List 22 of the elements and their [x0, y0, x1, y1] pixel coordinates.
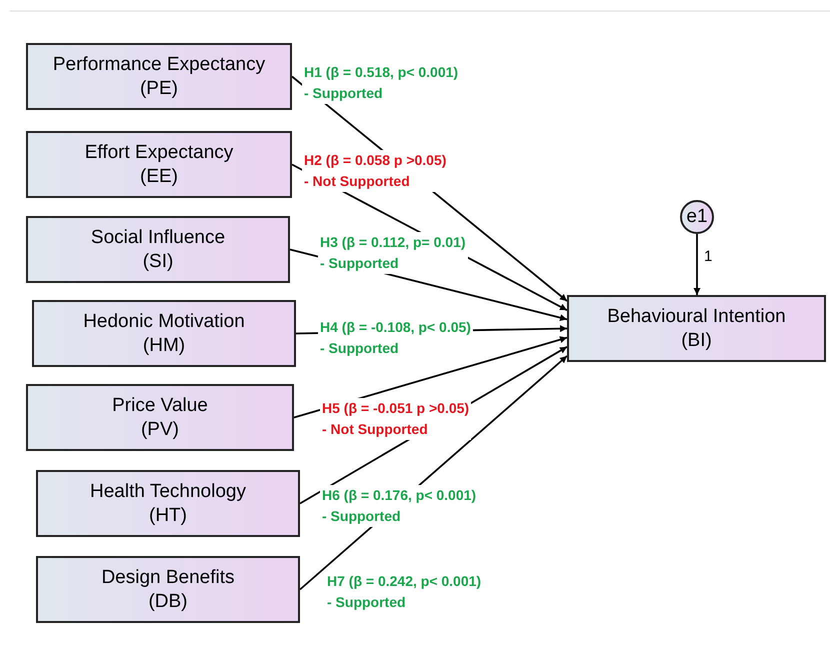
construct-box	[26, 216, 290, 283]
construct-label: Effort Expectancy (EE)	[84, 140, 234, 188]
edge-label: H3 (β = 0.112, p= 0.01) - Supported	[318, 232, 468, 274]
construct-label: Performance Expectancy (PE)	[52, 52, 266, 100]
construct-box	[36, 556, 300, 623]
construct-label: Social Influence (SI)	[90, 226, 226, 274]
construct-box	[26, 131, 292, 198]
construct-label: Health Technology (HT)	[90, 480, 246, 528]
construct-box	[567, 295, 826, 362]
edge-label: H5 (β = -0.051 p >0.05) - Not Supported	[320, 398, 472, 440]
construct-label: Design Benefits (DB)	[101, 566, 235, 614]
construct-label: Behavioural Intention (BI)	[607, 304, 786, 352]
edge-label: H2 (β = 0.058 p >0.05) - Not Supported	[302, 150, 448, 192]
construct-box	[36, 470, 300, 537]
construct-label: Hedonic Motivation (HM)	[83, 310, 245, 358]
edge-label: H6 (β = 0.176, p< 0.001) - Supported	[320, 485, 478, 527]
construct-label: Price Value (PV)	[112, 394, 208, 442]
construct-box	[26, 43, 292, 110]
construct-box	[32, 300, 296, 367]
arrow	[694, 234, 700, 295]
construct-label: e1	[686, 204, 708, 229]
construct-box	[26, 384, 294, 451]
